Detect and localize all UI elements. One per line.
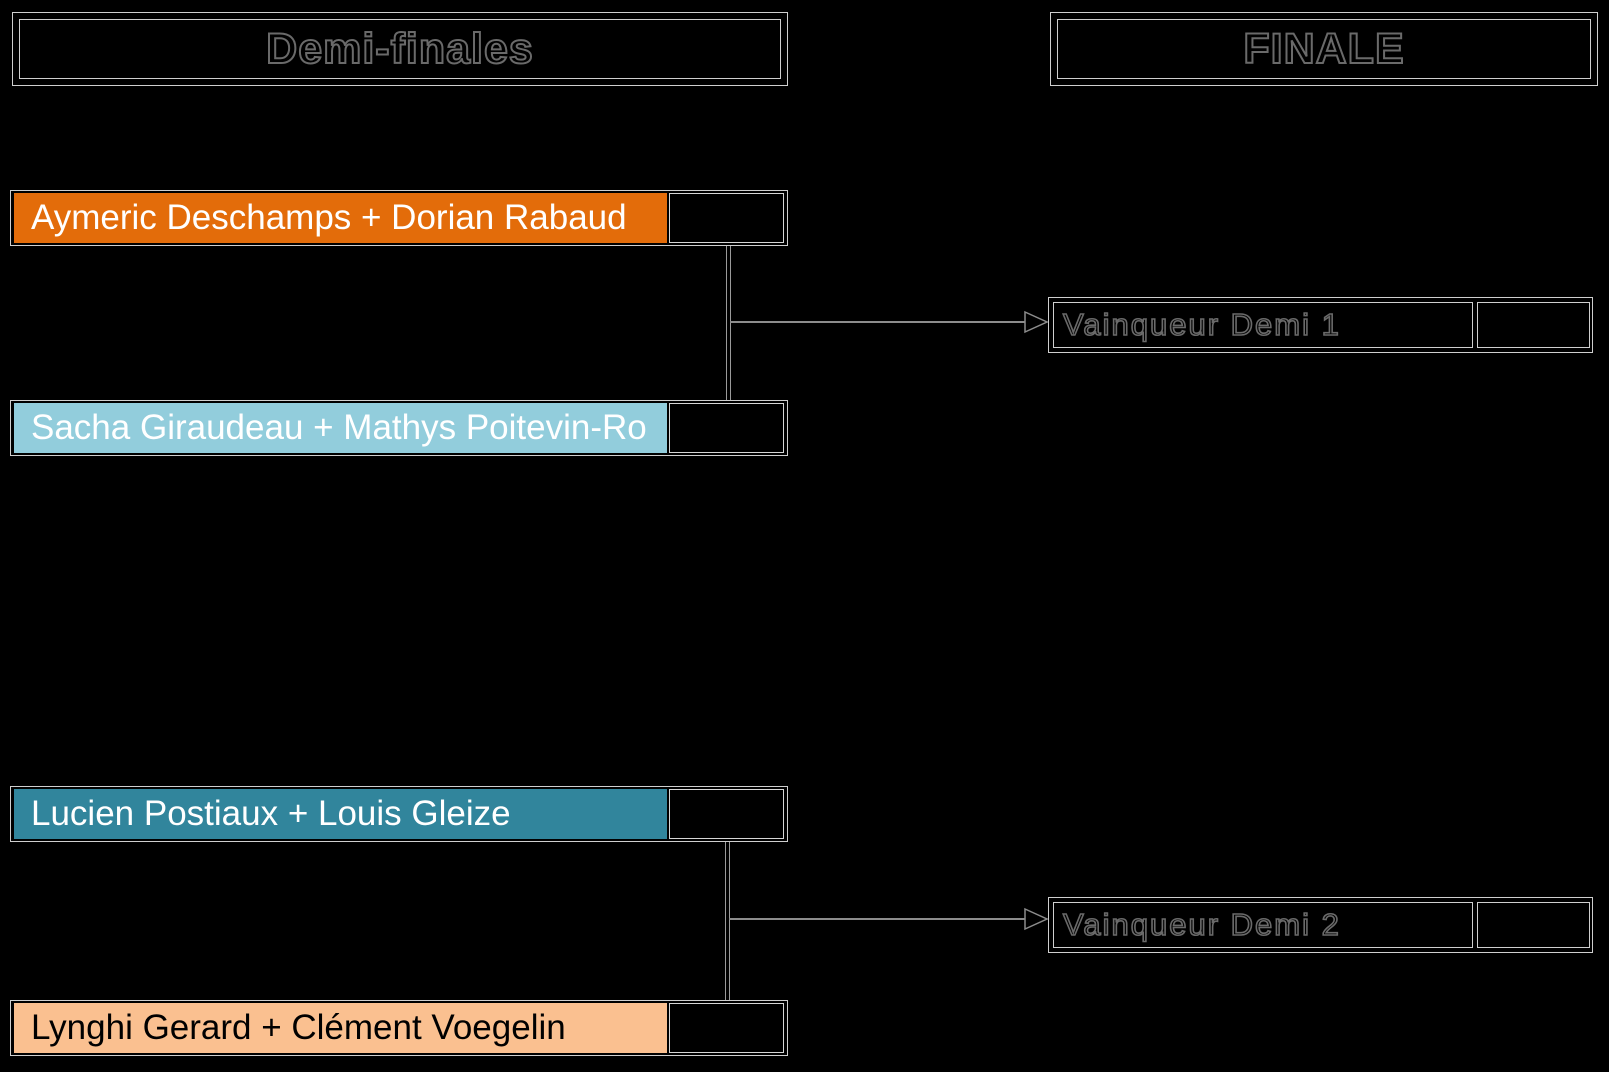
arrowhead-icon bbox=[1024, 310, 1048, 334]
team-row: Lucien Postiaux + Louis Gleize bbox=[10, 786, 788, 842]
team-row: Aymeric Deschamps + Dorian Rabaud bbox=[10, 190, 788, 246]
team-name-cell: Sacha Giraudeau + Mathys Poitevin-Ro bbox=[14, 403, 667, 453]
team-name-cell: Lucien Postiaux + Louis Gleize bbox=[14, 789, 667, 839]
finale-header: FINALE bbox=[1050, 12, 1598, 86]
team-row: Lynghi Gerard + Clément Voegelin bbox=[10, 1000, 788, 1056]
winner-name-cell: Vainqueur Demi 1 bbox=[1053, 302, 1473, 348]
winner-box: Vainqueur Demi 2 bbox=[1048, 897, 1593, 953]
winner-score-cell bbox=[1477, 302, 1590, 348]
team-score-cell bbox=[669, 1003, 784, 1053]
team-score-cell bbox=[669, 403, 784, 453]
winner-label: Vainqueur Demi 1 bbox=[1062, 306, 1341, 343]
winner-score-cell bbox=[1477, 902, 1590, 948]
connector-vertical bbox=[726, 246, 731, 400]
team-score-cell bbox=[669, 789, 784, 839]
team-row: Sacha Giraudeau + Mathys Poitevin-Ro bbox=[10, 400, 788, 456]
connector-horizontal bbox=[730, 321, 1026, 323]
team-name-cell: Lynghi Gerard + Clément Voegelin bbox=[14, 1003, 667, 1053]
winner-label: Vainqueur Demi 2 bbox=[1062, 906, 1341, 943]
team-score-cell bbox=[669, 193, 784, 243]
finale-header-label: FINALE bbox=[1242, 24, 1405, 74]
connector-horizontal bbox=[729, 918, 1026, 920]
semifinals-header-label: Demi-finales bbox=[265, 24, 534, 74]
winner-name-cell: Vainqueur Demi 2 bbox=[1053, 902, 1473, 948]
team-name-cell: Aymeric Deschamps + Dorian Rabaud bbox=[14, 193, 667, 243]
arrowhead-icon bbox=[1024, 907, 1048, 931]
semifinals-header: Demi-finales bbox=[12, 12, 788, 86]
connector-vertical bbox=[725, 842, 730, 1000]
winner-box: Vainqueur Demi 1 bbox=[1048, 297, 1593, 353]
